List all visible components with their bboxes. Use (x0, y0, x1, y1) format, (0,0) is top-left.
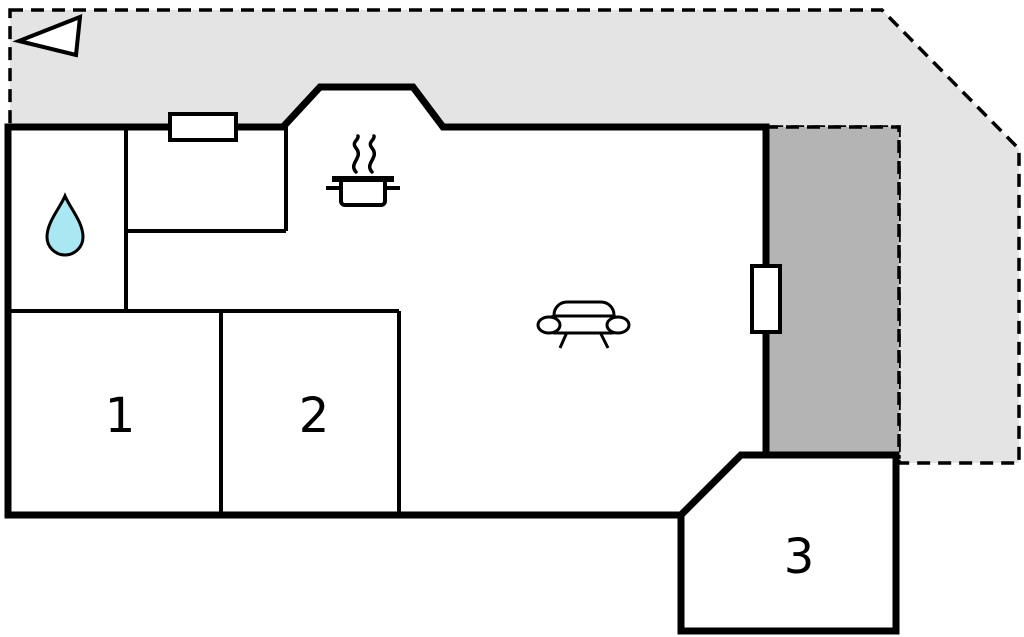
terrace-light-area (8, 8, 1021, 465)
room-2-label: 2 (299, 388, 330, 444)
sofa-icon (536, 300, 631, 349)
cooking-pot-icon (326, 134, 400, 207)
pot-body (339, 177, 387, 207)
steam-right (368, 134, 376, 174)
sofa-arm-right (605, 315, 631, 335)
room-3-label: 3 (784, 529, 815, 585)
window-right (750, 264, 782, 334)
terrace-dark-area (763, 125, 901, 459)
building-outline (4, 83, 770, 519)
steam-left (352, 134, 360, 174)
room-3-outline (677, 451, 900, 635)
interior-walls (8, 127, 401, 515)
water-drop-icon (45, 192, 85, 257)
sofa-arm-left (536, 315, 562, 335)
window-top (168, 112, 238, 142)
room-1-label: 1 (105, 388, 136, 444)
direction-arrow-icon (12, 13, 83, 58)
